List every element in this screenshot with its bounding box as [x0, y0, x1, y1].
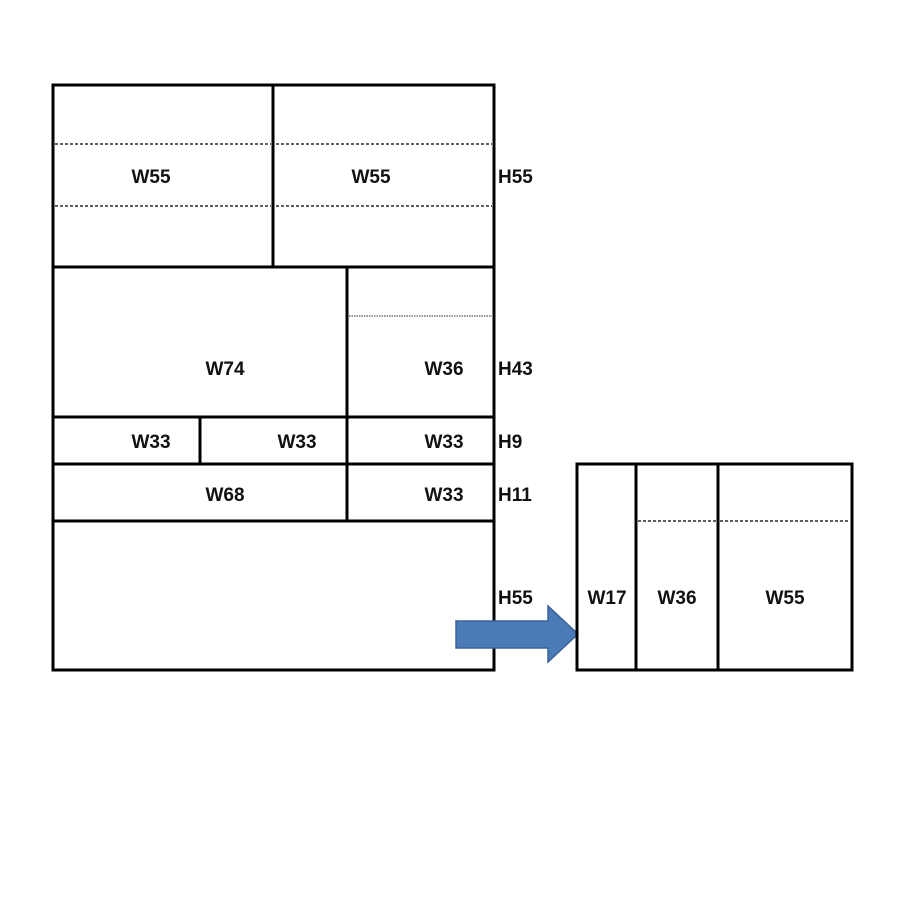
label-row3-b: W33 [277, 432, 316, 453]
main-unit [51, 83, 496, 672]
side-unit-outline [575, 462, 854, 672]
label-row2-left: W74 [205, 359, 245, 380]
label-row1-right: W55 [351, 167, 391, 188]
label-row3-a: W33 [131, 432, 170, 453]
label-row2-right: W36 [424, 359, 463, 380]
label-row3-c: W33 [424, 432, 463, 453]
label-side-a: W17 [587, 588, 626, 609]
label-row1-left: W55 [131, 167, 171, 188]
right-arrow-icon [455, 604, 580, 664]
label-row1-height: H55 [498, 167, 533, 188]
label-side-c: W55 [765, 588, 805, 609]
label-row4-height: H11 [498, 485, 532, 506]
label-row4-left: W68 [205, 485, 244, 506]
label-row4-right: W33 [424, 485, 463, 506]
label-row3-height: H9 [498, 432, 522, 453]
label-side-b: W36 [657, 588, 696, 609]
dashed-shelf-lines [55, 143, 492, 317]
side-unit [575, 462, 854, 672]
label-row2-height: H43 [498, 359, 533, 380]
label-row5-height: H55 [498, 588, 533, 609]
